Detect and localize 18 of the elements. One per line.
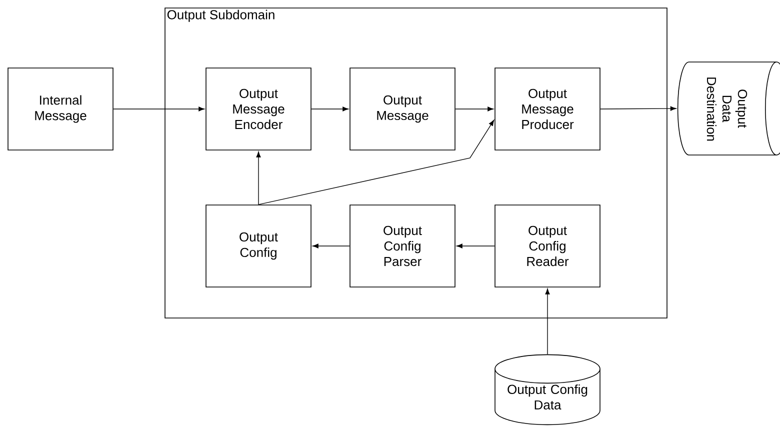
process-box: Output Config Reader — [494, 204, 600, 288]
process-box: Output Message Encoder — [206, 68, 312, 150]
arrow — [600, 106, 676, 111]
arrow — [312, 244, 350, 248]
database-cylinder: Output Data Destination — [677, 62, 780, 156]
process-box: Internal Message — [8, 68, 114, 150]
process-box: Output Config Parser — [350, 204, 456, 288]
arrow — [311, 106, 348, 112]
arrow — [455, 106, 494, 112]
arrow — [113, 106, 204, 112]
process-box: Output Config — [206, 204, 312, 288]
database-cylinder: Output Config Data — [494, 354, 600, 426]
process-box: Output Message Producer — [494, 68, 600, 150]
arrow — [545, 288, 550, 355]
arrow — [256, 152, 261, 205]
arrow — [258, 120, 494, 205]
arrow — [456, 244, 495, 248]
process-box: Output Message — [350, 68, 456, 150]
